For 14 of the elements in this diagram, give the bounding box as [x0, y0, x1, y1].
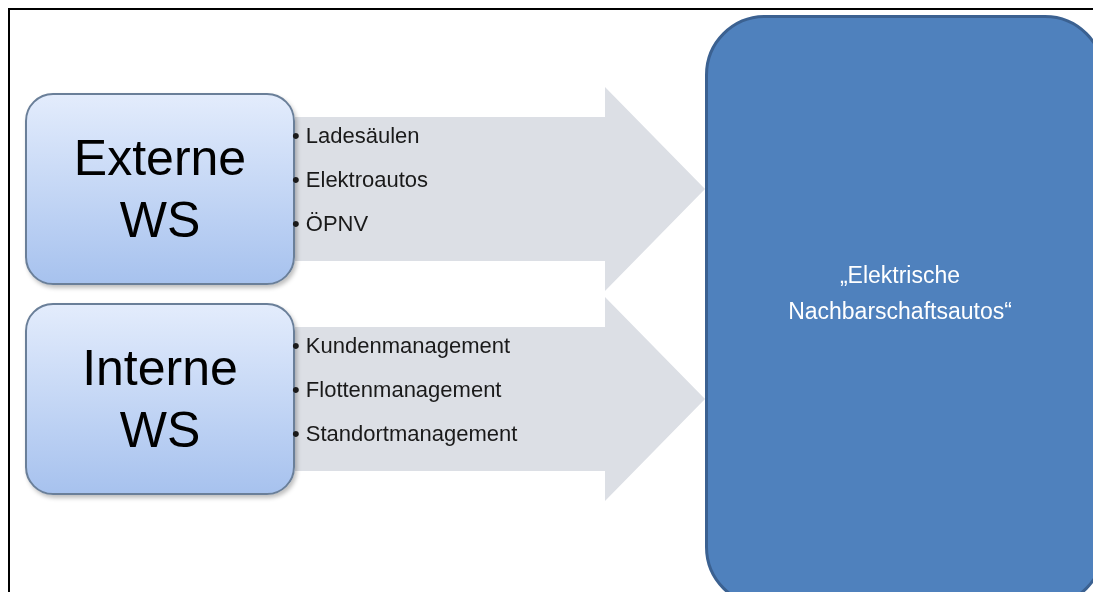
bullet-item: • Standortmanagement	[292, 420, 518, 448]
box-title: Interne WS	[81, 339, 239, 460]
block-arrow	[295, 87, 705, 291]
box-title: Externe WS	[72, 129, 248, 250]
process-box	[25, 303, 295, 495]
block-arrow	[295, 297, 705, 501]
target-box	[705, 15, 1093, 592]
bullet-item: • Kundenmanagement	[292, 332, 511, 360]
bullet-item: • Elektroautos	[292, 166, 429, 194]
box-label: „Elektrische Nachbarschaftsautos“	[787, 261, 1013, 326]
bullet-item: • Ladesäulen	[292, 122, 420, 150]
process-box	[25, 93, 295, 285]
bullet-item: • ÖPNV	[292, 210, 369, 238]
bullet-item: • Flottenmanagement	[292, 376, 502, 404]
